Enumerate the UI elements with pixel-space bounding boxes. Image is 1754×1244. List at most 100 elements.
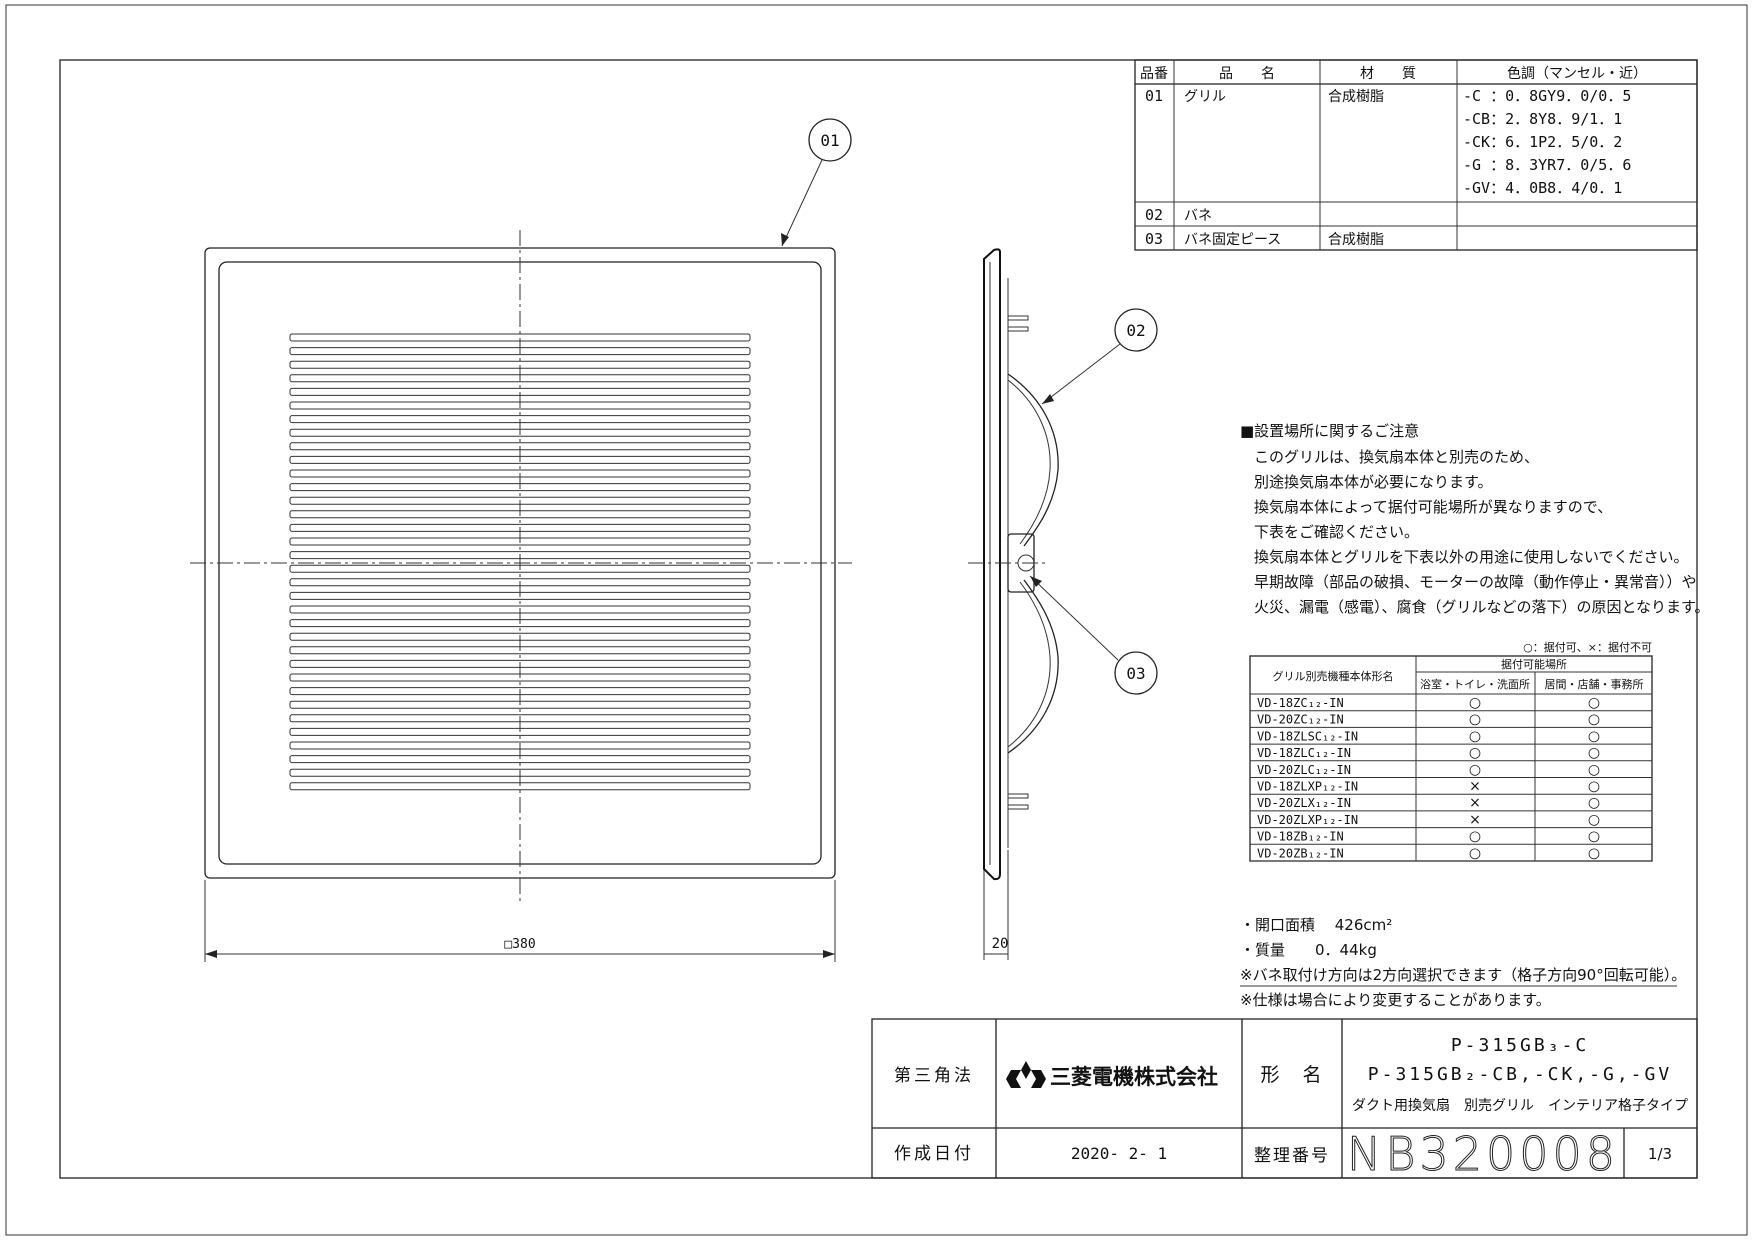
parts-row-01-name: グリル — [1184, 89, 1226, 105]
side-profile-outline — [983, 248, 1001, 881]
date-value: 2020- 2- 1 — [1071, 1144, 1167, 1163]
product-description: ダクト用換気扇 別売グリル インテリア格子タイプ — [1352, 1098, 1688, 1114]
drawing-number: NB320008 — [1347, 1127, 1619, 1181]
drawing-frame — [59, 59, 1698, 1179]
mitsubishi-logo — [1006, 1061, 1046, 1088]
notes-line-6: 早期故障（部品の破損、モーターの故障（動作停止・異常音））や — [1254, 573, 1697, 591]
parts-row-02-no: 02 — [1145, 206, 1163, 224]
number-label: 整理番号 — [1254, 1146, 1330, 1166]
callout-03-circle — [1114, 651, 1158, 695]
sheet-number: 1/3 — [1648, 1145, 1672, 1163]
compat-bath-mark: ○ — [1469, 745, 1481, 761]
notes-line-4: 下表をご確認ください。 — [1254, 523, 1419, 541]
parts-row-01-color-3: -CK：6．1P2．5/0．2 — [1463, 133, 1622, 151]
parts-header-name: 品 名 — [1219, 66, 1275, 82]
callout-02-label: 02 — [1126, 321, 1145, 340]
callout-03-arrow — [1030, 576, 1042, 587]
notes-line-3: 換気扇本体によって据付可能場所が異なりますので、 — [1254, 498, 1612, 516]
model-line-2: P-315GB₂-CB,-CK,-G,-GV — [1368, 1064, 1672, 1085]
spec-note-spring: ※バネ取付け方向は2方向選択できます（格子方向90°回転可能）。 — [1240, 966, 1686, 984]
compat-bath-mark: ○ — [1469, 829, 1481, 845]
compat-living-mark: ○ — [1588, 728, 1600, 744]
parts-header-no: 品番 — [1140, 66, 1168, 82]
compat-model: VD-18ZLSC₁₂-IN — [1257, 729, 1358, 743]
parts-header-material: 材 質 — [1360, 66, 1416, 82]
compat-header-group: 据付可能場所 — [1501, 657, 1567, 671]
parts-row-03-no: 03 — [1145, 230, 1163, 248]
compat-bath-mark: × — [1469, 779, 1481, 795]
callout-01-leader — [781, 159, 823, 247]
title-block: 第三角法 三菱電機株式会社 形 名 P-315GB₃-C P-315GB₂-CB… — [871, 1018, 1698, 1182]
compat-bath-mark: ○ — [1469, 845, 1481, 861]
notes-line-1: このグリルは、換気扇本体と別売のため、 — [1254, 448, 1539, 466]
callout-03-label: 03 — [1126, 664, 1145, 683]
compat-living-mark: ○ — [1588, 745, 1600, 761]
compat-bath-mark: ○ — [1469, 762, 1481, 778]
compat-bath-mark: ○ — [1469, 695, 1481, 711]
dimension-arrow-left — [205, 950, 217, 958]
spring-upper-inner — [1007, 379, 1051, 545]
compat-living-mark: ○ — [1588, 795, 1600, 811]
compat-model: VD-20ZLXP₁₂-IN — [1257, 813, 1358, 827]
compat-rows: VD-18ZC₁₂-IN○○VD-20ZC₁₂-IN○○VD-18ZLSC₁₂-… — [1250, 695, 1652, 862]
dimension-depth-text: 20 — [992, 936, 1009, 952]
company-name: 三菱電機株式会社 — [1050, 1065, 1218, 1089]
compat-bath-mark: × — [1469, 812, 1481, 828]
compat-model: VD-18ZLC₁₂-IN — [1257, 746, 1351, 760]
spec-note-change: ※仕様は場合により変更することがあります。 — [1240, 991, 1551, 1009]
notes-line-5: 換気扇本体とグリルを下表以外の用途に使用しないでください。 — [1254, 548, 1689, 566]
compat-model: VD-20ZLC₁₂-IN — [1257, 763, 1351, 777]
projection-label: 第三角法 — [894, 1066, 974, 1086]
specifications: ・開口面積 426cm² ・質量 0．44kg ※バネ取付け方向は2方向選択でき… — [1240, 916, 1686, 1009]
compat-bath-mark: ○ — [1469, 712, 1481, 728]
spring-lower — [1007, 579, 1059, 754]
compat-model: VD-18ZLXP₁₂-IN — [1257, 780, 1358, 794]
compat-model: VD-20ZC₁₂-IN — [1257, 713, 1344, 727]
compat-model: VD-18ZB₁₂-IN — [1257, 830, 1344, 844]
parts-row-03-name: バネ固定ピース — [1184, 232, 1281, 248]
date-label: 作成日付 — [894, 1144, 974, 1164]
outer-border — [5, 4, 1748, 1236]
installation-notes: ■設置場所に関するご注意 このグリルは、換気扇本体と別売のため、 別途換気扇本体… — [1240, 422, 1710, 616]
compat-header-bath: 浴室・トイレ・洗面所 — [1420, 677, 1530, 691]
dimension-width-text: □380 — [504, 937, 535, 952]
compatibility-table: ○：据付可、×：据付不可 グリル別売機種本体形名 据付可能場所 浴室・トイレ・洗… — [1249, 640, 1653, 862]
compat-living-mark: ○ — [1588, 829, 1600, 845]
compat-model: VD-18ZC₁₂-IN — [1257, 696, 1344, 710]
parts-header-color: 色調（マンセル・近） — [1507, 65, 1647, 82]
parts-row-01-no: 01 — [1145, 87, 1163, 105]
callout-01-arrow — [781, 233, 789, 246]
parts-row-01-color-1: -C ：0．8GY9．0/0．5 — [1463, 87, 1631, 105]
spring-upper — [1007, 373, 1059, 547]
notes-line-7: 火災、漏電（感電）、腐食（グリルなどの落下）の原因となります。 — [1254, 598, 1710, 616]
compat-living-mark: ○ — [1588, 762, 1600, 778]
callout-03-leader — [1029, 575, 1119, 661]
front-view: □380 01 — [190, 118, 852, 962]
mount-tab-bottom-1 — [1007, 793, 1029, 799]
callout-01-circle — [808, 118, 852, 162]
spec-mass: ・質量 0．44kg — [1240, 941, 1377, 959]
dimension-arrow-right — [823, 950, 835, 958]
mount-tab-top-2 — [1007, 326, 1029, 332]
callout-02-arrow — [1042, 394, 1054, 404]
spec-area: ・開口面積 426cm² — [1240, 916, 1392, 934]
compat-model: VD-20ZB₁₂-IN — [1257, 846, 1344, 860]
compat-living-mark: ○ — [1588, 845, 1600, 861]
parts-row-01-material: 合成樹脂 — [1328, 89, 1384, 105]
callout-02-leader — [1041, 343, 1121, 405]
compat-living-mark: ○ — [1588, 812, 1600, 828]
parts-table: 品番 品 名 材 質 色調（マンセル・近） 01 グリル 合成樹脂 -C ：0．… — [1134, 59, 1698, 251]
parts-row-01-color-5: -GV：4．0B8．4/0．1 — [1463, 179, 1622, 197]
callout-02-circle — [1114, 308, 1158, 352]
compat-living-mark: ○ — [1588, 779, 1600, 795]
compat-legend: ○：据付可、×：据付不可 — [1523, 640, 1652, 654]
compat-header-model: グリル別売機種本体形名 — [1273, 669, 1394, 683]
parts-row-02-name: バネ — [1184, 208, 1212, 224]
mount-tab-bottom-2 — [1007, 804, 1029, 810]
model-label: 形 名 — [1260, 1064, 1323, 1086]
mount-tab-top-1 — [1007, 315, 1029, 321]
compat-living-mark: ○ — [1588, 695, 1600, 711]
spring-lower-inner — [1007, 581, 1051, 748]
parts-row-01-color-4: -G ：8．3YR7．0/5．6 — [1463, 156, 1631, 174]
